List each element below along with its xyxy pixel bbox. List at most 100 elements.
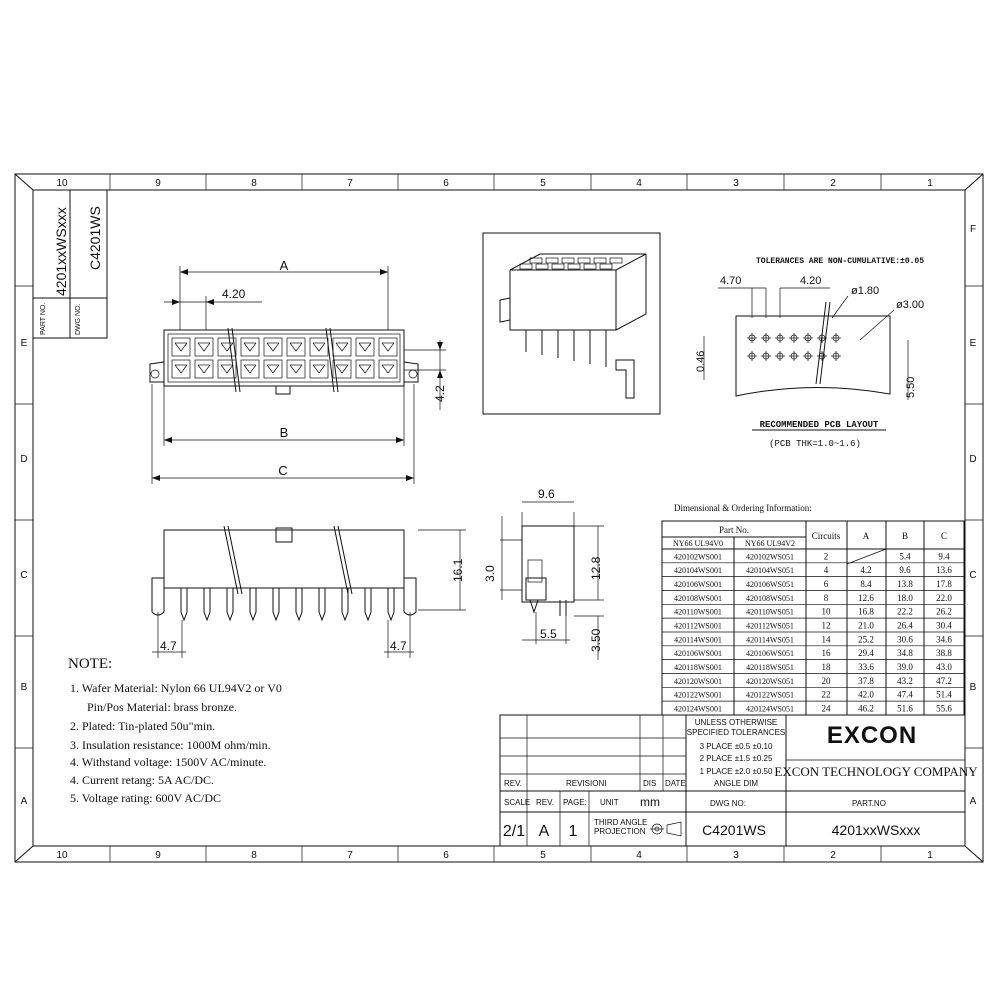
top-dim-b: B	[280, 425, 289, 440]
zone-row-label: A	[970, 796, 977, 807]
side-dim-350: 3.50	[589, 628, 603, 652]
tb-revision-label: REVISIONI	[566, 779, 606, 788]
side-dim-96: 9.6	[538, 487, 555, 501]
ordering-part-no-header: Part No.	[719, 525, 749, 535]
iso-cavity	[577, 257, 591, 264]
isometric-view	[482, 232, 661, 415]
table-cell: 30.4	[936, 620, 952, 630]
table-cell: 33.6	[858, 662, 874, 672]
side-dim-30: 3.0	[483, 565, 497, 582]
contact-cavity	[286, 359, 306, 379]
ordering-col-a: A	[863, 531, 870, 541]
iso-cavity	[583, 263, 597, 270]
table-cell: 9.4	[938, 551, 950, 561]
tb-date-label: DATE	[665, 779, 686, 788]
table-cell: 4.2	[860, 565, 871, 575]
tb-scale-label: SCALE	[504, 798, 530, 807]
pcb-hole	[817, 351, 827, 361]
table-cell: 420120WS051	[746, 677, 794, 686]
table-cell: 16.8	[858, 607, 874, 617]
table-cell: 9.6	[899, 565, 911, 575]
zone-col-label: 9	[155, 178, 161, 189]
contact-cavity	[286, 337, 306, 357]
side-view: 9.6 3.0 12.8 5.5 3.50	[483, 487, 604, 660]
zone-rows-left: E D C B A	[20, 338, 27, 807]
table-cell: 22	[822, 690, 831, 700]
zone-col-label: 5	[540, 850, 546, 861]
zone-col-label: 10	[56, 178, 68, 189]
zone-col-label: 9	[155, 850, 161, 861]
table-cell: 26.4	[897, 620, 913, 630]
table-cell: 30.6	[897, 634, 913, 644]
pcb-hole	[761, 333, 771, 343]
ordering-col-v0: NY66 UL94V0	[673, 539, 723, 548]
pcb-hole	[775, 351, 785, 361]
table-cell: 47.4	[897, 690, 913, 700]
tb-rev-value: A	[539, 823, 550, 840]
tb-unit-value: mm	[640, 795, 660, 809]
iso-cavity	[545, 257, 559, 264]
table-cell: 420122WS001	[674, 691, 722, 700]
contact-cavity	[355, 337, 375, 357]
pcb-dim-470: 4.70	[720, 275, 741, 287]
zone-col-label: 4	[636, 850, 642, 861]
tb-page-value: 1	[569, 823, 578, 840]
table-cell: 5.4	[899, 551, 911, 561]
table-cell: 420114WS051	[746, 635, 794, 644]
table-cell: 420108WS001	[674, 594, 722, 603]
table-cell: 29.4	[858, 648, 874, 658]
front-pin	[341, 587, 349, 622]
table-cell: 13.8	[897, 579, 913, 589]
iso-cavity	[609, 257, 623, 264]
tb-scale-value: 2/1	[503, 823, 525, 840]
pcb-dim-180: ø1.80	[851, 285, 879, 297]
zone-col-label: 3	[733, 850, 739, 861]
zone-rows-right: F E D C B A	[969, 224, 976, 807]
zone-col-label: 2	[830, 850, 836, 861]
table-cell: 16	[822, 648, 832, 658]
contact-cavity	[309, 359, 329, 379]
pcb-hole	[831, 351, 841, 361]
table-cell: 51.6	[897, 703, 913, 713]
front-pin	[387, 587, 395, 622]
table-cell: 38.8	[936, 648, 952, 658]
tb-dwg-no-label: DWG NO:	[710, 799, 746, 808]
ordering-col-b: B	[902, 531, 908, 541]
table-cell: 420122WS051	[746, 691, 794, 700]
contact-cavity	[194, 337, 214, 357]
table-cell: 12.6	[858, 593, 874, 603]
zone-col-label: 2	[830, 178, 836, 189]
top-view: A 4.20 B C 4.2	[149, 258, 447, 484]
tb-part-no-value: 4201xxWSxxx	[832, 822, 921, 838]
table-cell: 34.8	[897, 648, 913, 658]
table-cell: 13.6	[936, 565, 952, 575]
zone-col-label: 7	[347, 178, 353, 189]
iso-cavity	[551, 263, 565, 270]
side-part-no-value: 4201xxWSxxx	[53, 207, 69, 296]
contact-cavity	[263, 337, 283, 357]
table-cell: 55.6	[936, 703, 952, 713]
pcb-subtitle: (PCB THK=1.0~1.6)	[769, 439, 861, 449]
tb-tolerance-line: 1 PLACE ±2.0 ±0.50	[700, 767, 773, 776]
zone-row-label: B	[21, 682, 28, 693]
tb-rev-label: REV.	[504, 779, 522, 788]
pcb-hole	[831, 333, 841, 343]
iso-cavity	[599, 263, 613, 270]
table-cell: 17.8	[936, 579, 952, 589]
table-cell: 420124WS051	[746, 704, 794, 713]
pcb-hole	[747, 333, 757, 343]
tb-unit-label: UNIT	[600, 798, 619, 807]
zone-row-label: E	[21, 338, 28, 349]
table-cell: 43.0	[936, 662, 952, 672]
table-cell: 420124WS001	[674, 704, 722, 713]
table-cell: 2	[824, 551, 829, 561]
table-cell: 420118WS051	[746, 663, 794, 672]
table-cell: 12	[822, 620, 831, 630]
tb-tolerance-line: UNLESS OTHERWISE	[695, 718, 778, 727]
tb-rev2-label: REV.	[536, 798, 554, 807]
front-view: 16.1 4.7 4.7	[151, 525, 466, 658]
tb-dwg-no-value: C4201WS	[702, 822, 766, 838]
top-dim-420: 4.20	[222, 287, 246, 301]
table-cell: 24	[822, 703, 832, 713]
tb-tolerance-line: ANGLE DIM	[714, 779, 758, 788]
